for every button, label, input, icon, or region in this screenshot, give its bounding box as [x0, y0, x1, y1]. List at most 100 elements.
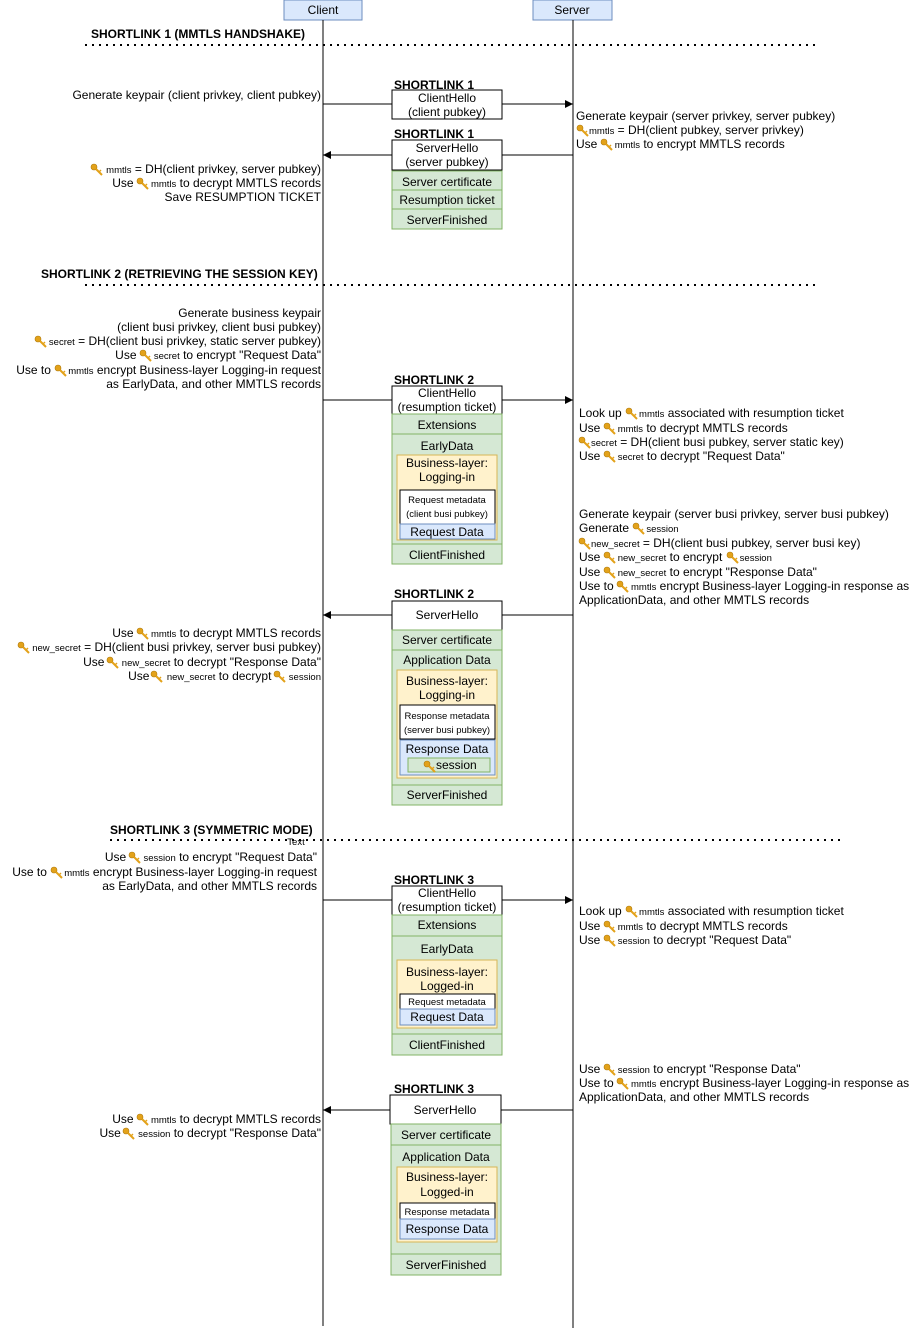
note-text: to decrypt "Response Data"	[170, 655, 321, 669]
note-text: = DH(client pubkey, server privkey)	[614, 123, 804, 137]
note-text: to encrypt	[666, 550, 725, 564]
msg-label-sl3-serverhello: SHORTLINK 3	[394, 1082, 474, 1096]
key-name: session	[138, 1129, 170, 1140]
note-client2b-decrypt-response: Use new_secret to decrypt "Response Data…	[83, 655, 321, 669]
key-icon	[578, 537, 591, 550]
box-sl3-clienthello-title: ClientHello	[418, 886, 476, 900]
participant-client: Client	[283, 0, 363, 21]
box-sl2-response-metadata: Response metadata	[404, 711, 490, 722]
key-icon	[603, 422, 616, 435]
key-icon	[603, 934, 616, 947]
msg-label-sl3-clienthello: SHORTLINK 3	[394, 873, 474, 887]
note-server-dh: mmtls = DH(client pubkey, server privkey…	[589, 123, 804, 137]
note-client-use-mmtls: Use mmtls to decrypt MMTLS records	[112, 176, 321, 190]
key-icon	[603, 920, 616, 933]
note-client3-earlydata: as EarlyData, and other MMTLS records	[102, 879, 317, 893]
box-sl2-application-data: Application Data	[403, 653, 491, 667]
note-text: encrypt Business-layer Logging-in reques…	[90, 865, 318, 879]
note-text: Generate	[579, 521, 632, 535]
box-sl2-client-finished: ClientFinished	[409, 548, 485, 562]
note-server3b-use-session: Use session to encrypt "Response Data"	[579, 1062, 801, 1076]
note-text: Use to	[579, 579, 617, 593]
note-server2-encrypt-response: Use new_secret to encrypt "Response Data…	[579, 565, 817, 579]
key-name: mmtls	[631, 582, 657, 593]
note-text: Use to	[12, 865, 50, 879]
key-name: session	[740, 553, 772, 564]
key-name: mmtls	[151, 179, 177, 190]
note-text: to decrypt	[215, 669, 274, 683]
note-server3-use-session: Use session to decrypt "Request Data"	[579, 933, 791, 947]
key-icon	[90, 163, 103, 176]
note-client-use-to-mmtls: Use to mmtls encrypt Business-layer Logg…	[16, 363, 321, 377]
note-text: encrypt Business-layer Logging-in respon…	[656, 1076, 909, 1090]
note-text: = DH(client busi pubkey, server busi key…	[640, 536, 861, 550]
note-text: Use	[112, 1112, 137, 1126]
note-client2b-newsecret-dh: new_secret = DH(client busi privkey, ser…	[32, 640, 321, 654]
note-text: Use	[579, 933, 604, 947]
note-text: to encrypt MMTLS records	[640, 137, 785, 151]
note-text: to decrypt "Response Data"	[170, 1126, 321, 1140]
box-sl1-serverhello-title: ServerHello	[416, 141, 479, 155]
box-sl3-serverhello-title: ServerHello	[414, 1103, 477, 1117]
box-sl1-resumption-ticket: Resumption ticket	[399, 193, 495, 207]
box-sl2-business-layer: Business-layer:	[406, 456, 488, 470]
note-client-earlydata: as EarlyData, and other MMTLS records	[106, 377, 321, 391]
note-server3-use-mmtls: Use mmtls to decrypt MMTLS records	[579, 919, 788, 933]
note-text: Use	[99, 1126, 124, 1140]
box-sl3-resp-logged-in: Logged-in	[420, 1185, 473, 1199]
box-sl3-response-metadata: Response metadata	[404, 1207, 490, 1218]
note-text: Look up	[579, 904, 625, 918]
note-client3b-use-session: Use session to decrypt "Response Data"	[99, 1126, 321, 1140]
note-server2-gen-busi: Generate keypair (server busi privkey, s…	[579, 507, 889, 521]
key-icon	[625, 905, 638, 918]
key-icon	[139, 349, 152, 362]
note-text: associated with resumption ticket	[664, 406, 844, 420]
box-sl2-earlydata: EarlyData	[421, 439, 474, 453]
note-text: to decrypt MMTLS records	[176, 176, 321, 190]
section-title-2: SHORTLINK 2 (RETRIEVING THE SESSION KEY)	[41, 267, 318, 281]
key-name: new_secret	[122, 658, 171, 669]
note-text: to encrypt "Request Data"	[176, 850, 317, 864]
note-text: to encrypt "Response Data"	[650, 1062, 801, 1076]
box-sl3-extensions: Extensions	[418, 918, 477, 932]
key-icon	[50, 866, 63, 879]
key-icon	[106, 656, 119, 669]
box-sl2-server-busi-pubkey: (server busi pubkey)	[404, 725, 490, 736]
box-sl3-earlydata: EarlyData	[421, 942, 474, 956]
box-sl2-resp-business-layer: Business-layer:	[406, 674, 488, 688]
key-name: mmtls	[151, 1115, 177, 1126]
key-icon	[616, 1077, 629, 1090]
note-server2-secret-dh: secret = DH(client busi pubkey, server s…	[591, 435, 844, 449]
note-text: Use	[579, 449, 604, 463]
note-server2-encrypt-session: Use new_secret to encrypt session	[579, 550, 772, 564]
key-icon	[273, 670, 286, 683]
msg-label-sl1-clienthello: SHORTLINK 1	[394, 78, 474, 92]
key-name: secret	[154, 351, 180, 362]
key-name: secret	[49, 337, 75, 348]
key-name: session	[289, 672, 321, 683]
note-client3b-use-mmtls: Use mmtls to decrypt MMTLS records	[112, 1112, 321, 1126]
box-sl2-response-data: Response Data	[406, 742, 489, 756]
box-sl2-server-finished: ServerFinished	[407, 788, 488, 802]
note-server2-gen-session: Generate session	[579, 521, 679, 535]
note-client-busi-keys: (client busi privkey, client busi pubkey…	[117, 320, 321, 334]
key-name: session	[618, 1065, 650, 1076]
key-name: mmtls	[64, 868, 90, 879]
participant-server: Server	[532, 0, 613, 21]
note-text: to decrypt MMTLS records	[176, 626, 321, 640]
note-text: Use	[579, 565, 604, 579]
box-sl3-client-finished: ClientFinished	[409, 1038, 485, 1052]
section-3-text-note: Text	[287, 837, 305, 848]
key-icon	[122, 1127, 135, 1140]
box-sl1-serverhello: ServerHello (server pubkey) Server certi…	[391, 139, 503, 230]
note-text: Use to	[579, 1076, 617, 1090]
key-icon	[576, 124, 589, 137]
note-text: to encrypt "Request Data"	[180, 348, 321, 362]
box-sl2-serverhello: ServerHello Server certificate Applicati…	[391, 600, 503, 806]
note-text: Use	[579, 1062, 604, 1076]
note-client-dh: mmtls = DH(client privkey, server pubkey…	[106, 162, 321, 176]
key-name: mmtls	[639, 409, 665, 420]
box-sl2-request-data: Request Data	[410, 525, 484, 539]
box-sl1-serverhello-sub: (server pubkey)	[405, 155, 488, 169]
box-sl3-request-metadata: Request metadata	[408, 997, 486, 1008]
